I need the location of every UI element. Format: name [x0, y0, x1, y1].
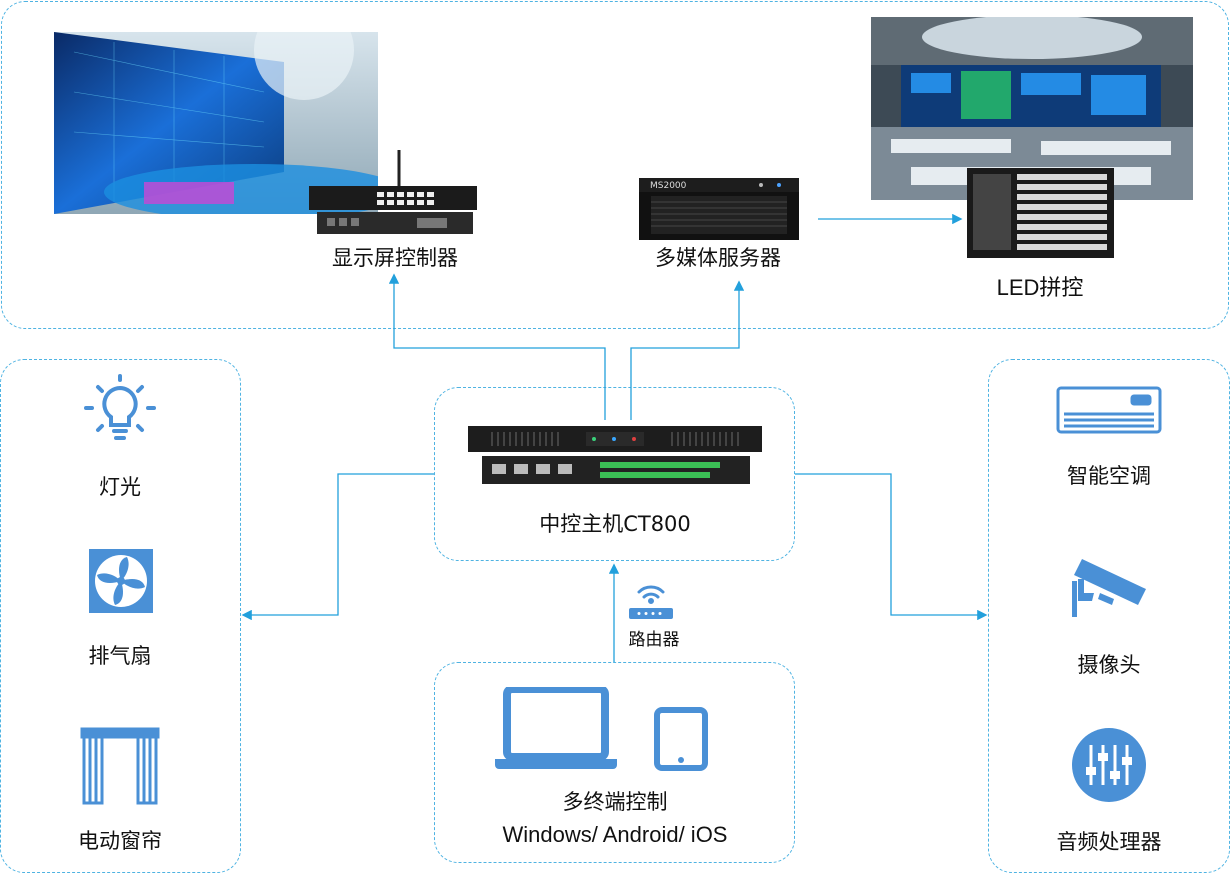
media-server-device [639, 178, 799, 240]
led-wall-photo [54, 32, 378, 214]
bottom-panel [434, 662, 795, 863]
display-controller-device [307, 150, 479, 235]
router-icon [627, 580, 675, 622]
central-host-label: 中控主机CT800 [539, 512, 691, 536]
curtain-label: 电动窗帘 [78, 829, 162, 853]
multi-terminal-label: 多终端控制 [562, 790, 668, 814]
lighting-label: 灯光 [99, 475, 141, 499]
audio-processor-label: 音频处理器 [1056, 830, 1162, 854]
exhaust-fan-label: 排气扇 [88, 644, 152, 668]
center-panel [434, 387, 795, 561]
top-panel [1, 1, 1229, 329]
central-host-device [468, 424, 762, 486]
media-server-badge: MS2000 [650, 181, 687, 191]
audio-processor-icon [1071, 727, 1147, 803]
air-conditioner-icon [1056, 386, 1162, 434]
tablet-icon [654, 707, 708, 771]
ac-label: 智能空调 [1067, 464, 1151, 488]
camera-icon [1070, 555, 1150, 621]
led-splice-device [967, 168, 1114, 258]
lightbulb-icon [80, 374, 160, 446]
router-label: 路由器 [628, 630, 680, 650]
platforms-label: Windows/ Android/ iOS [502, 822, 728, 847]
camera-label: 摄像头 [1077, 653, 1141, 677]
media-server-label: 多媒体服务器 [655, 246, 781, 270]
display-controller-label: 显示屏控制器 [332, 246, 458, 270]
exhaust-fan-icon [89, 549, 153, 613]
laptop-icon [495, 685, 617, 771]
curtain-icon [80, 727, 160, 807]
led-splice-label: LED拼控 [996, 275, 1084, 300]
